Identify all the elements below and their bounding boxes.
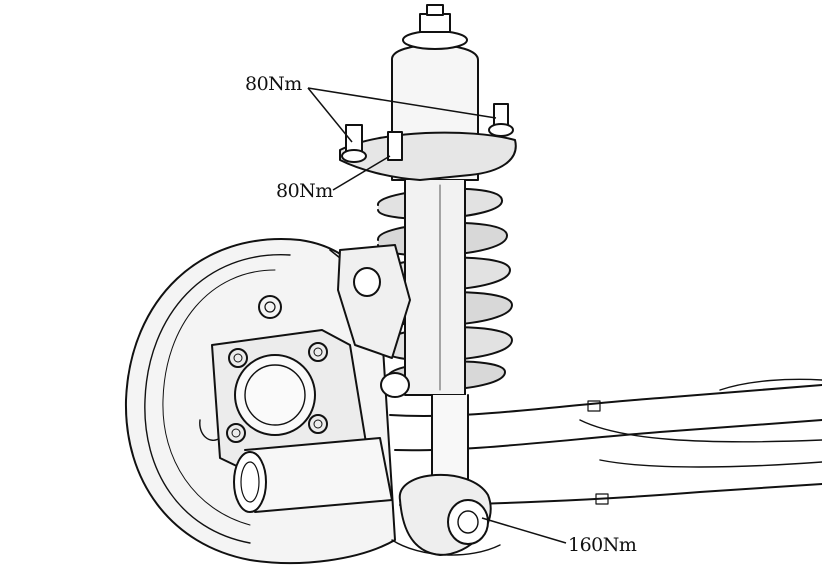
lower-shock-bushing	[391, 474, 501, 556]
axle-stub-tube	[233, 437, 393, 513]
leader-bottom	[481, 517, 567, 544]
torque-label-middle: 80Nm	[276, 180, 333, 202]
shock-absorber	[390, 4, 479, 486]
torque-label-bottom: 160Nm	[568, 534, 637, 556]
torque-label-top: 80Nm	[245, 73, 302, 95]
upper-mount-plate	[339, 103, 517, 181]
leader-top-right	[307, 87, 497, 119]
spring-seat-bracket	[337, 244, 411, 398]
hub-mounting-flange	[211, 329, 369, 471]
leader-lines	[307, 87, 567, 544]
leader-top-left	[307, 87, 353, 143]
leader-middle	[332, 155, 391, 191]
axle-beam	[389, 378, 822, 506]
